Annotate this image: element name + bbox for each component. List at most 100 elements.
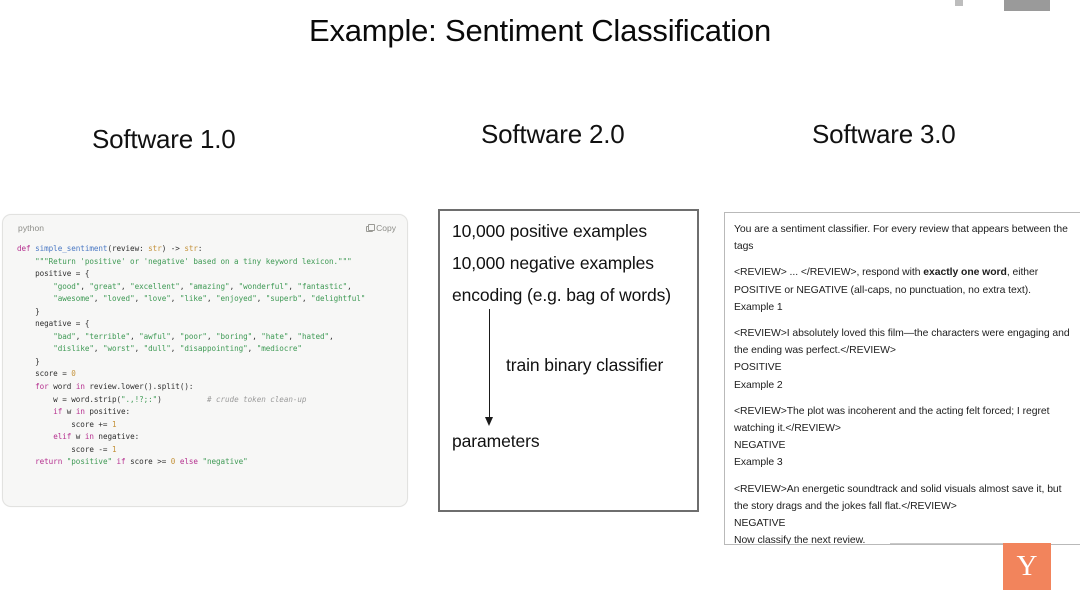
prompt-example-2-label: NEGATIVE <box>734 437 1073 454</box>
copy-button[interactable]: Copy <box>366 223 396 233</box>
code-token <box>17 294 53 303</box>
code-token: "dislike" <box>53 344 94 354</box>
code-token: "bad" <box>53 331 76 341</box>
prompt-instruction: You are a sentiment classifier. For ever… <box>734 221 1073 255</box>
code-token: "awful" <box>139 331 171 341</box>
code-token: review.lower().split(): <box>84 382 194 392</box>
prompt-text: <REVIEW>An energetic soundtrack and soli… <box>734 483 1062 512</box>
code-line: def simple_sentiment(review: str) -> str… <box>17 243 407 256</box>
brand-divider <box>890 543 1003 544</box>
code-token <box>17 382 35 391</box>
column-header-software-2: Software 2.0 <box>481 119 625 149</box>
code-token: score >= <box>125 457 171 467</box>
code-token: positive: <box>84 407 131 417</box>
code-line: w = word.strip(".,!?;:") # crude token c… <box>17 394 407 407</box>
prompt-format: <REVIEW> ... </REVIEW>, respond with exa… <box>734 264 1073 298</box>
window-control-bar[interactable] <box>1004 0 1050 11</box>
prompt-text: <REVIEW>The plot was incoherent and the … <box>734 405 1050 435</box>
prompt-text: POSITIVE <box>734 362 782 374</box>
column-header-software-3: Software 3.0 <box>812 119 956 149</box>
code-token: """Return 'positive' or 'negative' based… <box>17 256 352 266</box>
code-token: return <box>35 457 63 467</box>
code-token: , <box>93 344 103 354</box>
software-3-prompt-panel: You are a sentiment classifier. For ever… <box>724 212 1080 545</box>
code-content: def simple_sentiment(review: str) -> str… <box>3 236 407 469</box>
code-token: 1 <box>111 419 117 429</box>
code-token: "enjoyed" <box>216 294 257 304</box>
partial-toolbar-icon[interactable] <box>955 0 963 6</box>
code-token: 1 <box>111 444 117 454</box>
code-token: (review: <box>107 244 149 253</box>
code-token: str <box>184 244 198 253</box>
software-2-diagram: 10,000 positive examples 10,000 negative… <box>438 209 699 512</box>
code-token: "hated" <box>297 331 330 341</box>
code-token: if <box>116 457 126 467</box>
copy-icon <box>366 224 375 232</box>
code-token: , <box>329 331 334 341</box>
code-token: # crude token clean-up <box>206 394 307 404</box>
code-token: , <box>252 331 262 341</box>
code-token: ".,!?;:" <box>121 394 158 404</box>
code-token: "poor" <box>179 331 207 341</box>
code-token: , <box>256 294 266 304</box>
code-block-card: python Copy def simple_sentiment(review:… <box>2 214 408 507</box>
code-line: return "positive" if score >= 0 else "ne… <box>17 456 407 469</box>
prompt-text: <REVIEW> ... </REVIEW>, respond with <box>734 267 924 279</box>
training-data-negative-line: 10,000 negative examples <box>452 253 654 273</box>
prompt-example-3-label: NEGATIVE <box>734 515 1073 532</box>
code-line: positive = { <box>17 268 407 281</box>
code-token: else <box>179 457 198 467</box>
code-line: elif w in negative: <box>17 431 407 444</box>
code-token: "great" <box>89 281 122 291</box>
code-token: , <box>247 344 257 354</box>
prompt-text: You are a sentiment classifier. For ever… <box>734 224 1068 253</box>
copy-button-label: Copy <box>376 222 396 233</box>
code-token: negative: <box>93 432 140 442</box>
code-token: "hate" <box>261 331 289 341</box>
prompt-example-1-label: POSITIVE <box>734 359 1073 376</box>
code-token: "wonderful" <box>238 281 289 291</box>
prompt-text: NEGATIVE <box>734 518 786 530</box>
code-token: : <box>197 244 203 253</box>
code-token: word <box>48 382 76 392</box>
code-token: , <box>134 294 144 304</box>
code-language-label: python <box>18 222 45 233</box>
training-data-positive-line: 10,000 positive examples <box>452 221 648 241</box>
down-arrow-icon <box>485 309 493 429</box>
code-line: score -= 1 <box>17 444 407 457</box>
code-token <box>17 344 53 353</box>
code-token: } <box>17 306 40 316</box>
code-block-header: python Copy <box>3 215 407 236</box>
code-token: , <box>206 294 217 304</box>
code-token: , <box>75 331 85 341</box>
code-token: , <box>288 331 298 341</box>
code-token: "superb" <box>265 294 302 304</box>
code-token: "excellent" <box>130 281 180 291</box>
code-token: "love" <box>143 294 171 304</box>
code-token: "fantastic" <box>297 281 348 291</box>
code-token <box>17 282 53 291</box>
code-token: if <box>53 407 63 417</box>
code-token <box>17 457 35 466</box>
top-window-chrome <box>0 0 1080 12</box>
code-token: "amazing" <box>188 281 230 291</box>
code-line: negative = { <box>17 318 407 331</box>
prompt-text: Example 2 <box>734 379 783 391</box>
code-token: "terrible" <box>84 331 131 341</box>
code-token: in <box>75 407 85 417</box>
code-token: "awesome" <box>53 294 94 304</box>
code-token: "like" <box>179 294 207 304</box>
code-line: } <box>17 306 407 319</box>
emphasis-text: exactly one word <box>923 267 1007 279</box>
prompt-example-2-body: <REVIEW>The plot was incoherent and the … <box>734 403 1073 437</box>
code-token: , <box>80 281 90 291</box>
code-token: "delightful" <box>311 294 366 304</box>
prompt-example-3-header: Example 3 <box>734 454 1073 471</box>
column-header-software-1: Software 1.0 <box>92 124 236 154</box>
code-token <box>17 407 53 416</box>
prompt-example-3-body: <REVIEW>An energetic soundtrack and soli… <box>734 481 1073 515</box>
code-token: "negative" <box>202 457 248 467</box>
code-token <box>17 432 53 441</box>
code-line: "bad", "terrible", "awful", "poor", "bor… <box>17 331 407 344</box>
code-token: "dull" <box>143 344 171 354</box>
